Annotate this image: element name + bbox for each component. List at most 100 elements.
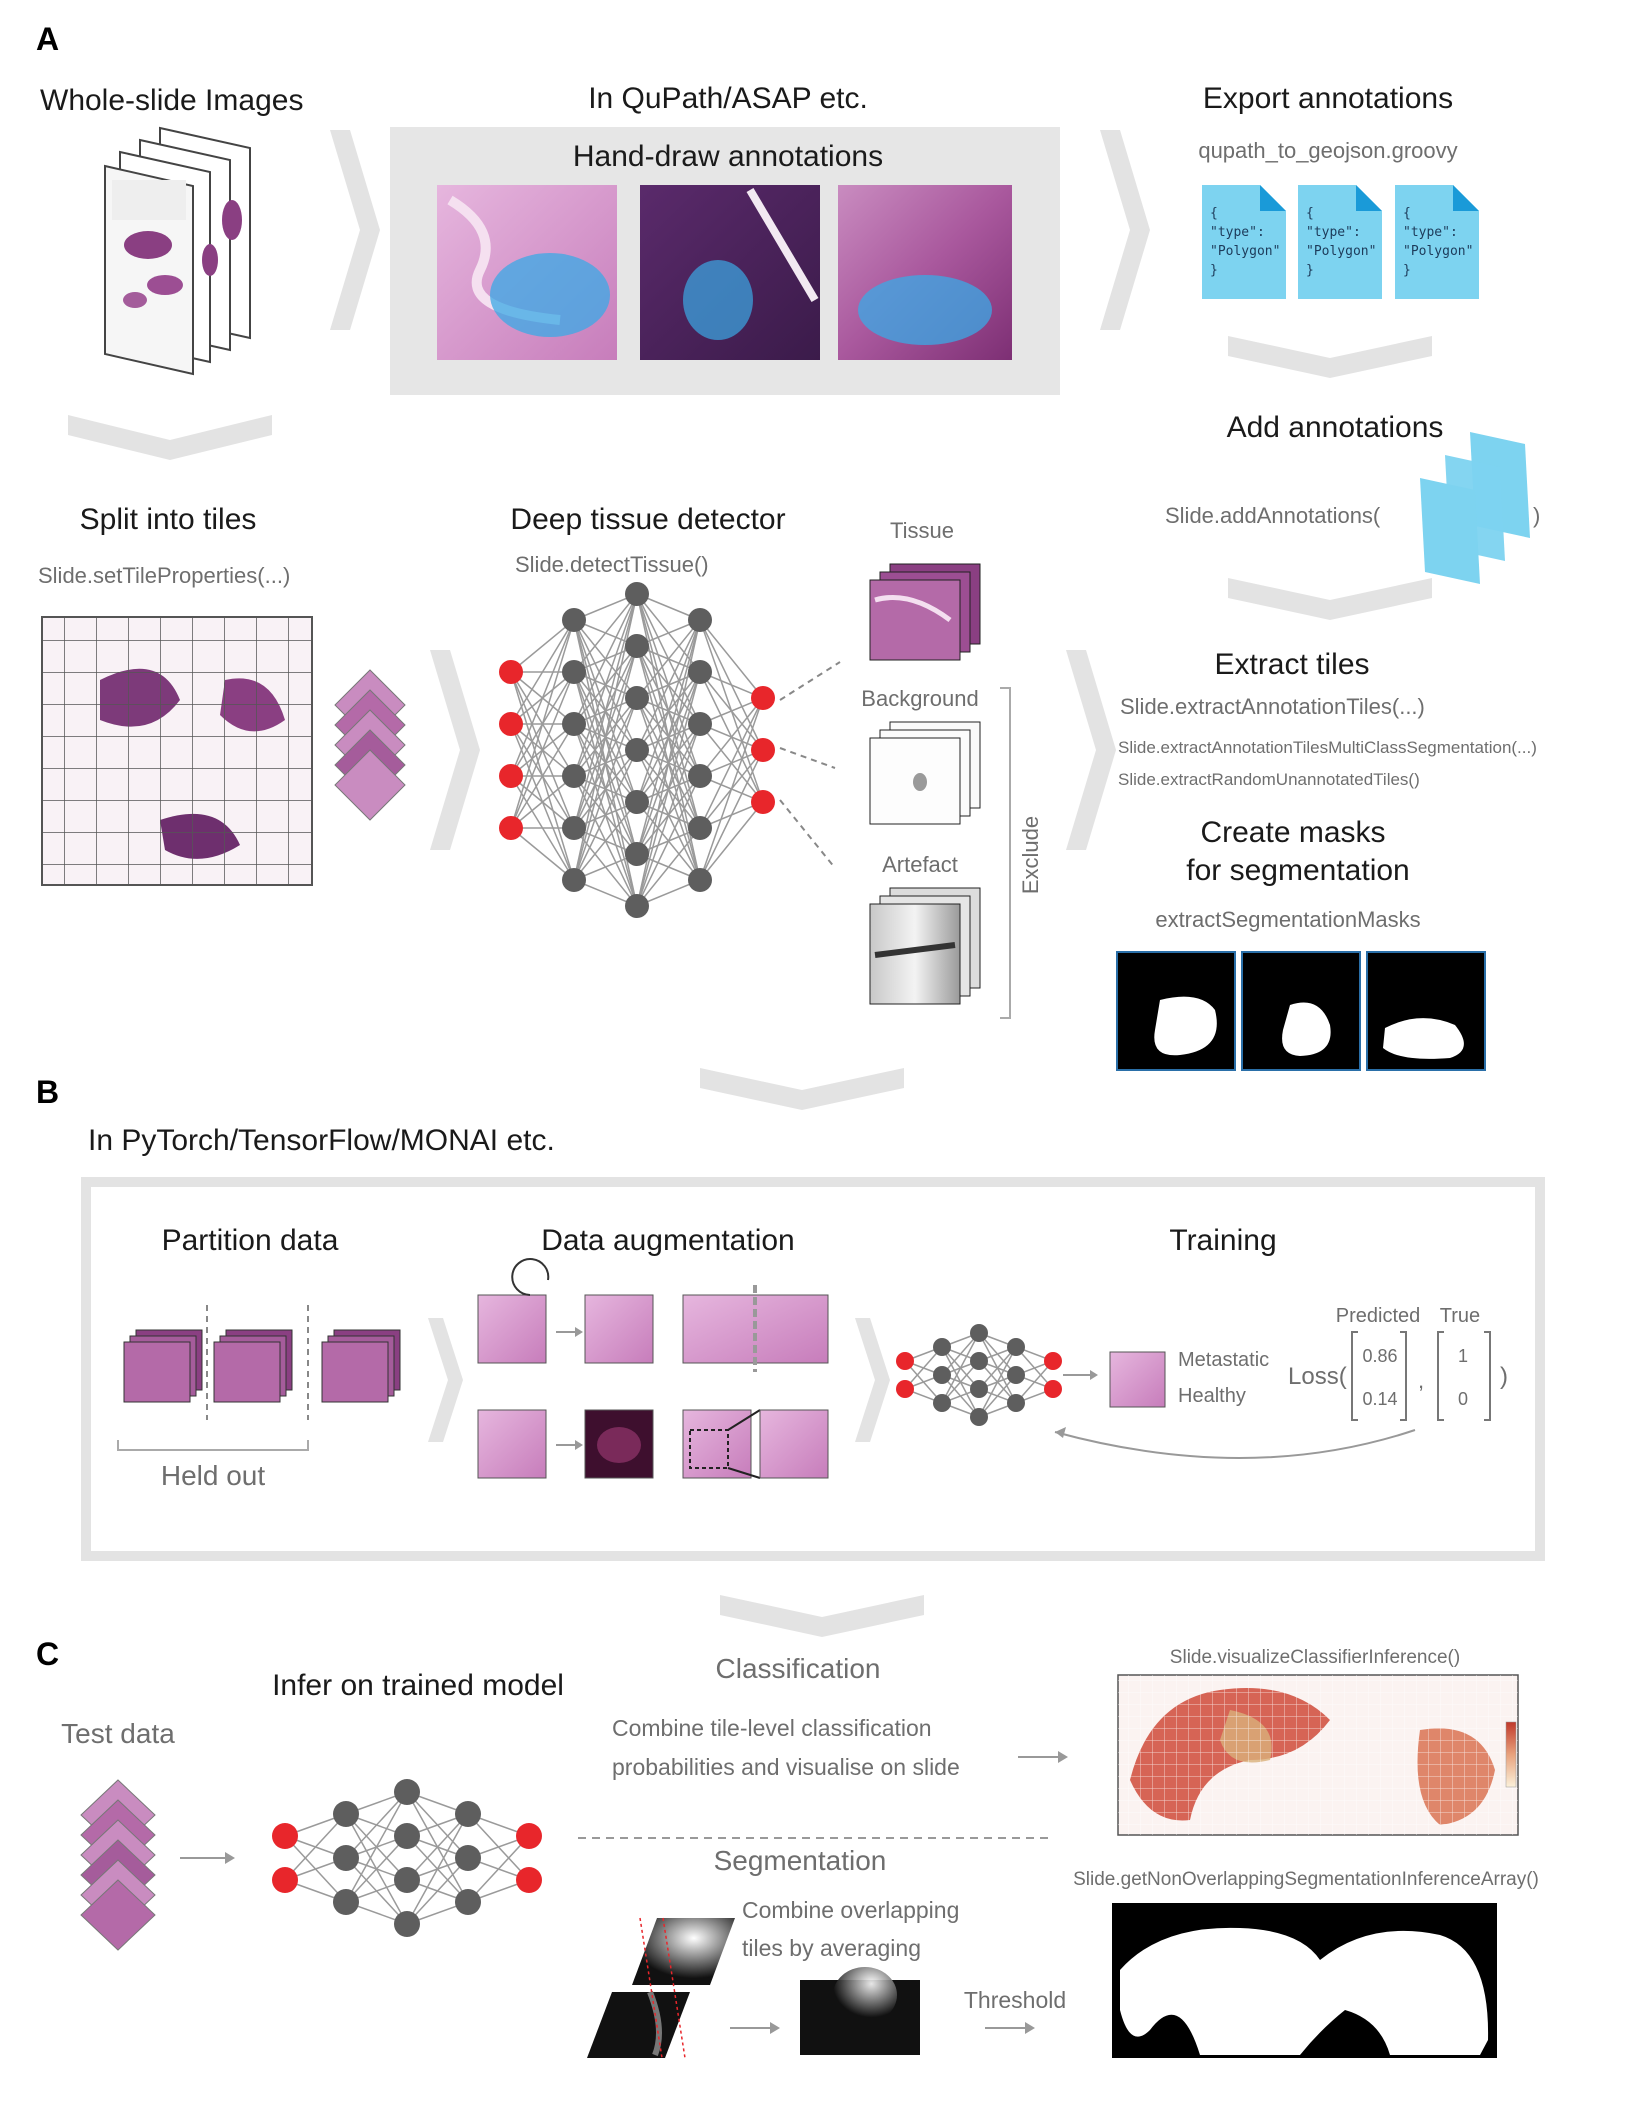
- detector-title: Deep tissue detector: [510, 503, 785, 536]
- framework-title: In PyTorch/TensorFlow/MONAI etc.: [88, 1124, 555, 1157]
- nn-edge: [941, 1332, 980, 1404]
- nn-hidden-node: [688, 712, 712, 736]
- nn-hidden-node: [625, 842, 649, 866]
- nn-io-node: [1044, 1352, 1062, 1370]
- nn-hidden-node: [562, 816, 586, 840]
- held-out-label: Held out: [161, 1460, 266, 1491]
- chevron-down-icon: [68, 415, 272, 460]
- backprop-arrow: [1054, 1429, 1416, 1459]
- averaged-tile: [800, 1967, 920, 2055]
- loss-open: Loss(: [1288, 1363, 1347, 1390]
- true-value: 1: [1458, 1346, 1468, 1366]
- nn-hidden-node: [1007, 1366, 1025, 1384]
- nn-hidden-node: [625, 790, 649, 814]
- neural-network: [499, 582, 775, 918]
- nn-edge: [510, 827, 575, 881]
- json-line: }: [1306, 263, 1314, 278]
- json-line: {: [1210, 206, 1218, 221]
- nn-edge: [904, 1346, 943, 1390]
- nn-edge: [573, 645, 638, 881]
- segmentation-desc-1: Combine overlapping: [742, 1897, 959, 1923]
- nn-hidden-node: [562, 764, 586, 788]
- json-line: {: [1306, 206, 1314, 221]
- nn-hidden-node: [688, 608, 712, 632]
- nn-hidden-node: [1007, 1338, 1025, 1356]
- qupath-title: In QuPath/ASAP etc.: [588, 82, 868, 115]
- chevron-right-icon: [855, 1318, 890, 1442]
- nn-hidden-node: [970, 1408, 988, 1426]
- nn-edge: [510, 619, 575, 829]
- nn-edge: [978, 1374, 1017, 1418]
- json-file-icon: {"type":"Polygon"}: [1202, 185, 1286, 299]
- nn-hidden-node: [333, 1801, 359, 1827]
- nn-edge: [636, 619, 701, 699]
- segmentation-title: Segmentation: [714, 1845, 887, 1876]
- nn-edge: [699, 749, 764, 881]
- export-title: Export annotations: [1203, 82, 1453, 115]
- infer-title: Infer on trained model: [272, 1669, 564, 1702]
- nn-edge: [636, 775, 701, 907]
- nn-edge: [510, 619, 575, 725]
- nn-hidden-node: [688, 764, 712, 788]
- extract-call-3: Slide.extractRandomUnannotatedTiles(): [1118, 770, 1420, 789]
- classification-desc-1: Combine tile-level classification: [612, 1715, 932, 1741]
- nn-io-node: [516, 1823, 542, 1849]
- overlapping-tiles: [587, 1917, 735, 2059]
- nn-edge: [699, 619, 764, 699]
- nn-edge: [345, 1791, 408, 1903]
- json-line: "Polygon": [1210, 244, 1280, 259]
- classification-desc-2: probabilities and visualise on slide: [612, 1754, 960, 1780]
- artefact-tile-stack: [869, 887, 981, 1005]
- nn-hidden-node: [562, 660, 586, 684]
- nn-edge: [406, 1857, 469, 1925]
- json-file-icon: {"type":"Polygon"}: [1298, 185, 1382, 299]
- nn-io-node: [499, 816, 523, 840]
- augmentation-examples: [477, 1258, 829, 1479]
- nn-edge: [573, 697, 638, 881]
- chevron-right-icon: [330, 130, 380, 330]
- nn-io-node: [499, 660, 523, 684]
- masks-title-line-2: for segmentation: [1186, 854, 1409, 887]
- neural-network: [272, 1779, 542, 1937]
- add-annotations-title: Add annotations: [1227, 411, 1444, 444]
- export-script: qupath_to_geojson.groovy: [1198, 138, 1457, 163]
- nn-edge: [699, 697, 764, 829]
- json-file-icon: {"type":"Polygon"}: [1395, 185, 1479, 299]
- nn-edge: [467, 1835, 530, 1903]
- chevron-down-icon: [720, 1595, 924, 1637]
- nn-edge: [699, 697, 764, 777]
- nn-io-node: [516, 1867, 542, 1893]
- predicted-label: Predicted: [1336, 1305, 1421, 1327]
- nn-edge: [510, 619, 575, 673]
- nn-edge: [510, 775, 575, 829]
- json-line: "type":: [1403, 225, 1458, 240]
- healthy-label: Healthy: [1178, 1385, 1246, 1407]
- tissue-tile-stack: [869, 563, 981, 661]
- nn-edge: [573, 593, 638, 725]
- nn-hidden-node: [625, 634, 649, 658]
- nn-hidden-node: [970, 1352, 988, 1370]
- nn-hidden-node: [970, 1380, 988, 1398]
- visualize-call: Slide.visualizeClassifierInference(): [1170, 1647, 1460, 1668]
- json-line: "Polygon": [1306, 244, 1376, 259]
- add-annotations-call-close: ): [1533, 503, 1540, 528]
- panel-label-c: C: [36, 1636, 59, 1672]
- nn-hidden-node: [394, 1867, 420, 1893]
- class-artefact-label: Artefact: [882, 852, 958, 877]
- metastatic-label: Metastatic: [1178, 1349, 1269, 1371]
- wsi-slide-stack: [104, 126, 251, 376]
- nn-hidden-node: [625, 894, 649, 918]
- annotation-thumbnail: [640, 185, 820, 360]
- loss-close: ): [1500, 1363, 1508, 1390]
- nn-edge: [1015, 1360, 1054, 1404]
- nn-edge: [636, 619, 701, 751]
- nn-edge: [510, 723, 575, 829]
- nn-hidden-node: [933, 1394, 951, 1412]
- nn-io-node: [272, 1823, 298, 1849]
- chevron-right-icon: [430, 650, 480, 850]
- extract-title: Extract tiles: [1214, 648, 1369, 681]
- pred-value: 0.86: [1362, 1346, 1397, 1366]
- json-document-stack: [1420, 432, 1530, 584]
- augmentation-title: Data augmentation: [541, 1224, 795, 1257]
- nn-edge: [406, 1813, 469, 1925]
